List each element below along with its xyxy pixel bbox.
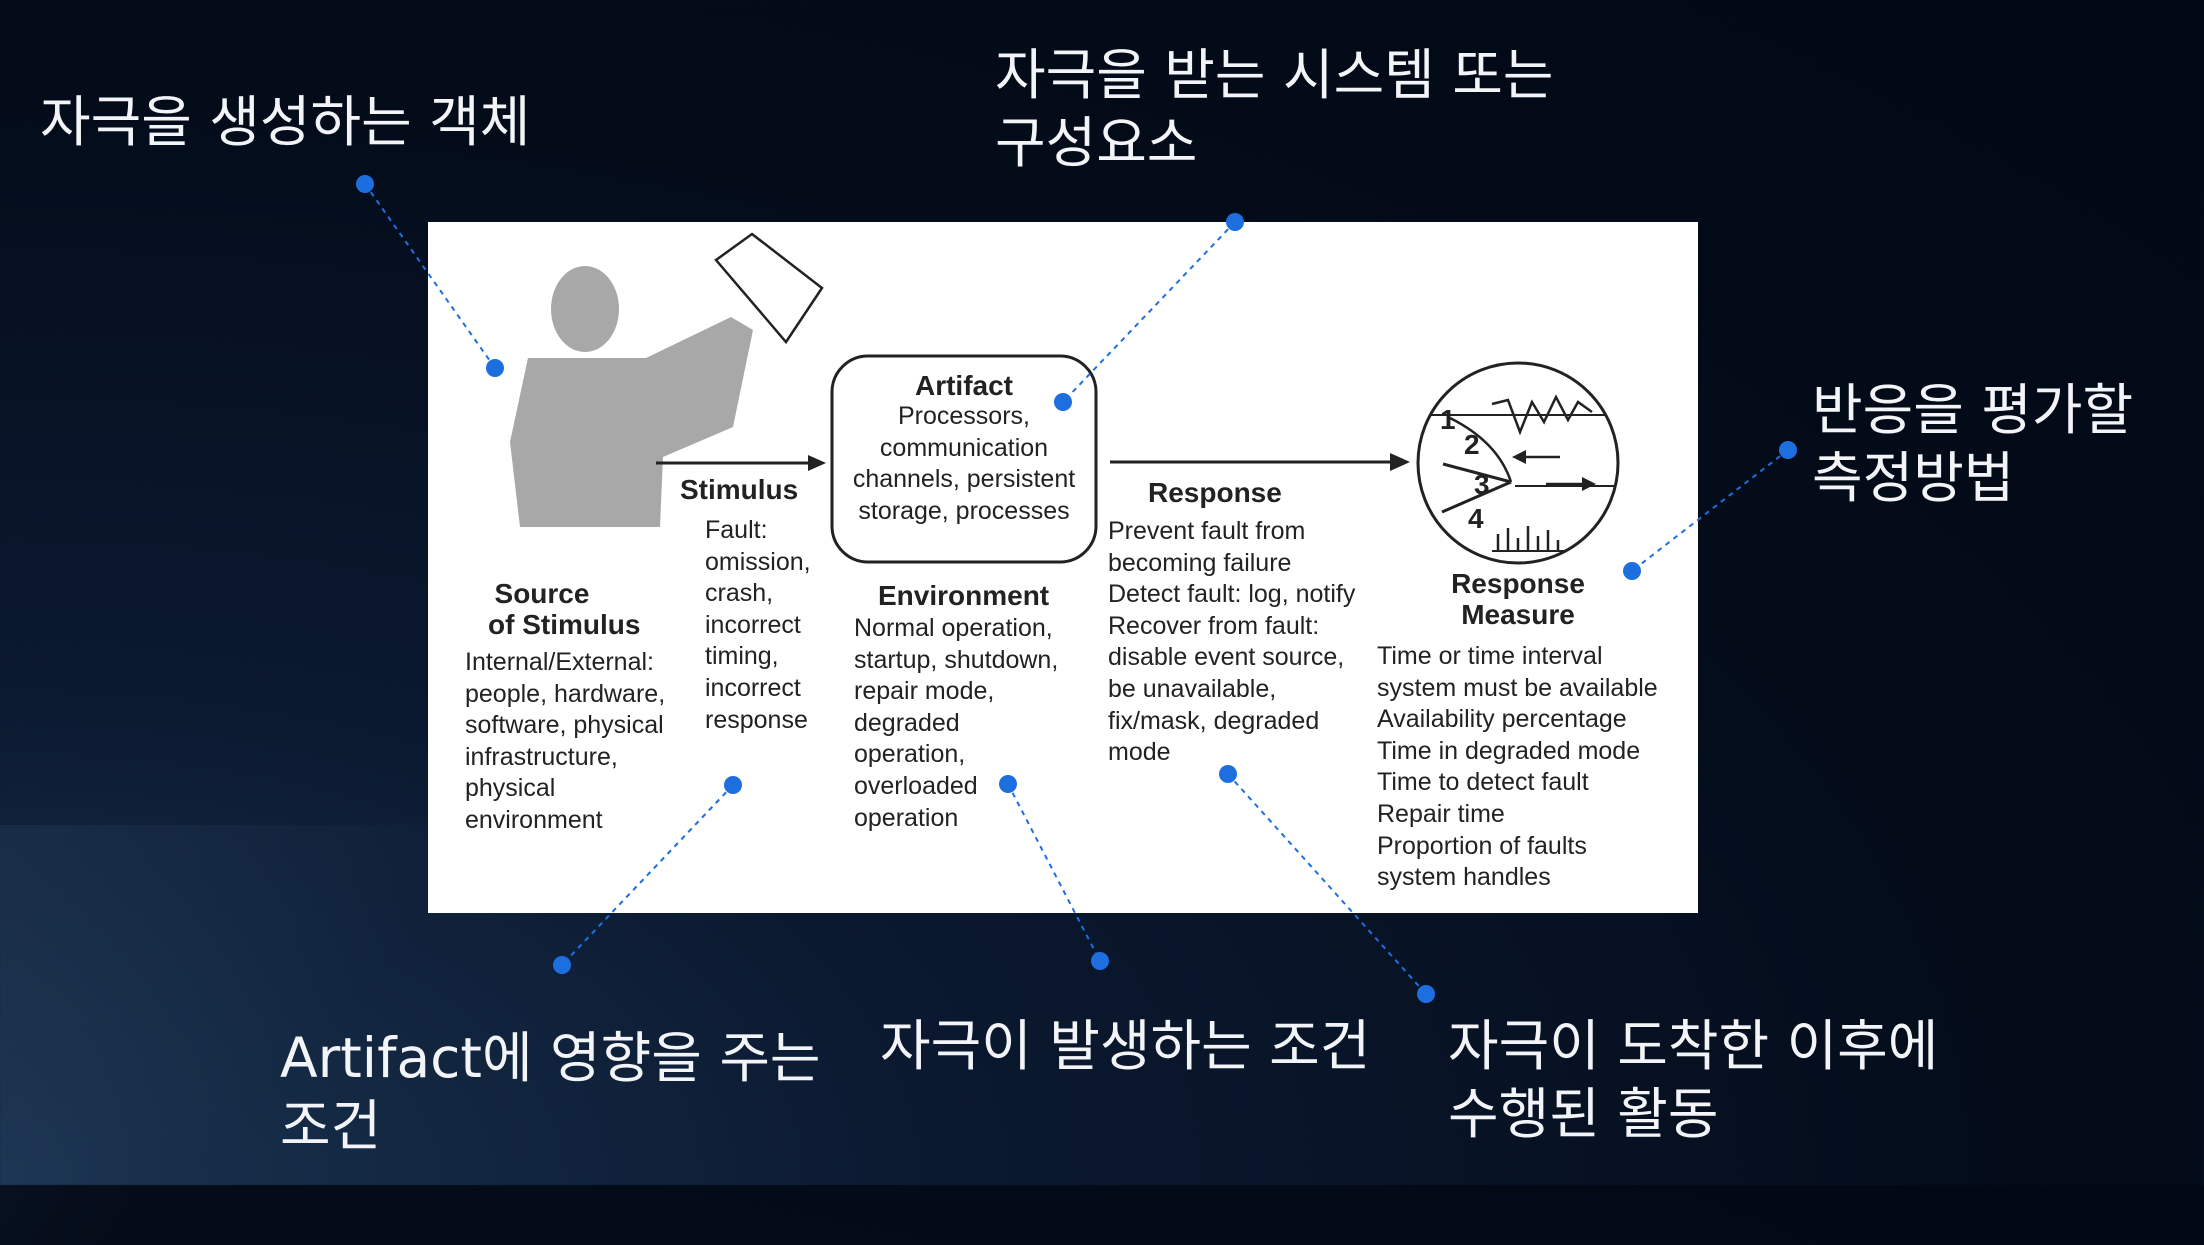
document-icon	[714, 232, 824, 345]
person-head	[551, 266, 619, 352]
leader-lines	[364, 183, 1789, 995]
leader-dot	[486, 359, 504, 377]
response-arrowhead	[1390, 453, 1410, 471]
gauge-number-3: 3	[1474, 469, 1490, 500]
leader-dot	[1219, 765, 1237, 783]
leader-line-stimulus	[561, 784, 734, 966]
gauge-icon: 1 2 3 4	[1416, 361, 1620, 565]
callout-stimulus: Artifact에 영향을 주는 조건	[280, 1026, 821, 1158]
stimulus-arrowhead	[808, 455, 826, 471]
leader-dot	[1417, 985, 1435, 1003]
response-details: Prevent fault from becoming failure Dete…	[1108, 517, 1356, 767]
source-details: Internal/External: people, hardware, sof…	[465, 648, 666, 834]
leader-dot	[1623, 562, 1641, 580]
callout-environment: 자극이 발생하는 조건	[880, 1014, 1371, 1078]
leader-dot	[1226, 213, 1244, 231]
leader-dot	[1091, 952, 1109, 970]
stimulus-details: Fault: omission, crash, incorrect timing…	[705, 516, 811, 734]
response-title: Response	[1148, 477, 1282, 508]
callout-source: 자극을 생성하는 객체	[40, 90, 531, 154]
leader-dot	[553, 956, 571, 974]
diagram-graphics: 1 2 3 4	[510, 232, 1620, 565]
measure-title: Response Measure	[1451, 568, 1585, 630]
artifact-content: Artifact Processors, communication chann…	[852, 370, 1076, 525]
leader-dot	[1054, 393, 1072, 411]
callout-response: 자극이 도착한 이후에 수행된 활동	[1448, 1014, 1939, 1146]
leader-dot	[999, 775, 1017, 793]
gauge-number-1: 1	[1440, 404, 1456, 435]
stimulus-title: Stimulus	[680, 474, 799, 505]
leader-dot	[356, 175, 374, 193]
leader-line-environment	[1007, 783, 1101, 962]
leader-line-source	[364, 183, 496, 369]
environment-details: Normal operation, startup, shutdown, rep…	[854, 614, 1059, 832]
gauge-number-4: 4	[1468, 503, 1484, 534]
callout-response-measure: 반응을 평가할 측정방법	[1812, 378, 2134, 510]
measure-details: Time or time interval system must be ava…	[1377, 642, 1658, 892]
leader-dot	[1779, 441, 1797, 459]
person-body	[510, 317, 753, 527]
leader-dot	[724, 776, 742, 794]
environment-title: Environment	[878, 580, 1050, 611]
diagram-panel: 1 2 3 4 Source of Stimulus Internal/Exte…	[428, 222, 1698, 913]
callout-artifact: 자극을 받는 시스템 또는 구성요소	[995, 43, 1554, 175]
leader-line-artifact	[1062, 221, 1236, 403]
artifact-box	[830, 354, 1098, 564]
leader-line-measure	[1631, 449, 1789, 572]
leader-line-response	[1227, 773, 1427, 995]
gauge-number-2: 2	[1464, 429, 1480, 460]
